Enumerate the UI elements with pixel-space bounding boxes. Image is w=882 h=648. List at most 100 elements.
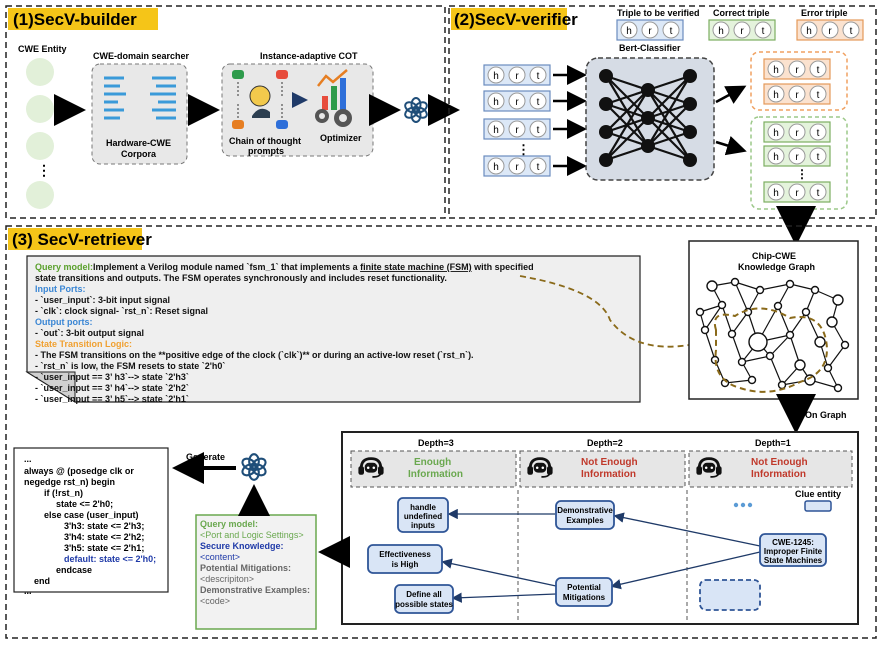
code-line: endcase [56,565,92,575]
triple-slot [809,183,827,201]
triple-letter: t [850,26,853,37]
code-line: always @ (posedge clk or [24,466,134,476]
node-text: Define all [406,590,442,599]
corpora-label-1: Hardware-CWE [106,138,171,148]
triple-slot [529,92,547,110]
depth-2-label: Depth=2 [587,438,623,448]
node-text: Effectiveness [379,550,431,559]
cwe-entity-node [26,132,54,160]
kg-node [727,329,737,339]
kg-edge [731,333,743,363]
query-s1: - The FSM transitions on the **positive … [35,350,474,360]
triple-slot [767,147,785,165]
arrow-to-error [715,85,747,104]
clue-entity-label: Clue entity [795,489,841,499]
kg-node [785,279,795,289]
chain-of-thought-icon [232,70,288,129]
node-text: handle [410,503,436,512]
query-out1: - `out`: 3-bit output signal [35,328,144,338]
search-nodes: handle undefined inputs Demonstrative Ex… [367,497,827,614]
legend-to-verify: Triple to be verified [617,8,700,18]
query-s5: - `user_input == 3’ h5`--> state `2'h1` [35,394,189,404]
triple-letter: r [795,128,799,139]
document-icon [104,76,176,120]
error-group [750,51,848,111]
triple-slot [809,147,827,165]
kg-edge [769,334,791,357]
query-in1: - `user_input`: 3-bit input signal [35,295,170,305]
triple-slot [508,92,526,110]
kg-node [700,325,710,335]
code-line: negedge rst_n) begin [24,477,115,487]
triple-slot [767,183,785,201]
triple-slot [800,21,818,39]
prompt-l5: Potential Mitigations: [200,563,291,573]
query-s3: - `user_input == 3’ h3`--> state `2'h3` [35,372,189,382]
triple-slot [487,157,505,175]
triple-letter: t [762,26,765,37]
status-enough-2: Information [408,469,463,480]
triple-slot [809,60,827,78]
triple-letter: r [828,26,832,37]
prompt-l7: Demonstrative Examples: [200,585,310,595]
prompt-l8: <code> [200,596,230,606]
triple-letter: t [817,90,820,101]
triple-letter: r [515,162,519,173]
classifier-label: Bert-Classifier [619,43,681,53]
triple-slot [788,85,806,103]
chain-label-2: prompts [248,146,284,156]
triple-slot [641,21,659,39]
kg-node [801,307,811,317]
triple-letter: t [537,125,540,136]
status-not-1b: Not Enough [751,457,808,468]
node-text: Examples [566,516,604,525]
cwe-entity-node [26,95,54,123]
query-line-1: Query model:Implement a Verilog module n… [35,262,534,272]
triple-letter: h [773,188,779,199]
nn-edge [647,103,691,147]
prompt-box [195,514,317,630]
node-demonstrative-examples [555,500,615,530]
triple-letter: h [718,26,724,37]
triple-slot [529,66,547,84]
stl-heading: State Transition Logic: [35,339,132,349]
clue-entity-legend [804,500,832,512]
code-line: end [34,576,50,586]
triple-slot [821,21,839,39]
triple-slot [712,21,730,39]
node-text: is High [392,560,419,569]
nn-edge [605,88,649,106]
code-box [13,447,169,593]
kg-title-1: Chip-CWE [752,251,796,261]
triple-letter: t [817,65,820,76]
kg-node [695,307,705,317]
triple-slot [487,120,505,138]
triple-slot [662,21,680,39]
retriever-title: (3) SecV-retriever [12,230,152,249]
triple-slot [788,60,806,78]
status-not-2b: Information [751,469,806,480]
depth-3-label: Depth=3 [418,438,454,448]
kg-node [777,380,787,390]
verifier-title-bg [451,8,567,30]
retriever-title-bg [8,228,142,250]
triple-letter: r [795,90,799,101]
status-not-2: Information [581,469,636,480]
nn-edge [605,89,649,161]
node-text: undefined [404,512,442,521]
triple-letter: h [773,152,779,163]
node-placeholder [699,579,761,611]
code-line: ... [24,586,32,596]
node-text: inputs [411,521,436,530]
nn-edge [605,89,649,133]
triple-slot [809,85,827,103]
node-effectiveness [367,544,443,574]
kg-node [717,300,727,310]
on-graph-label: On Graph [805,410,847,420]
kg-title-2: Knowledge Graph [738,262,815,272]
triple-slot [620,21,638,39]
query-s2: - `rst_n` is low, the FSM resets to stat… [35,361,225,371]
